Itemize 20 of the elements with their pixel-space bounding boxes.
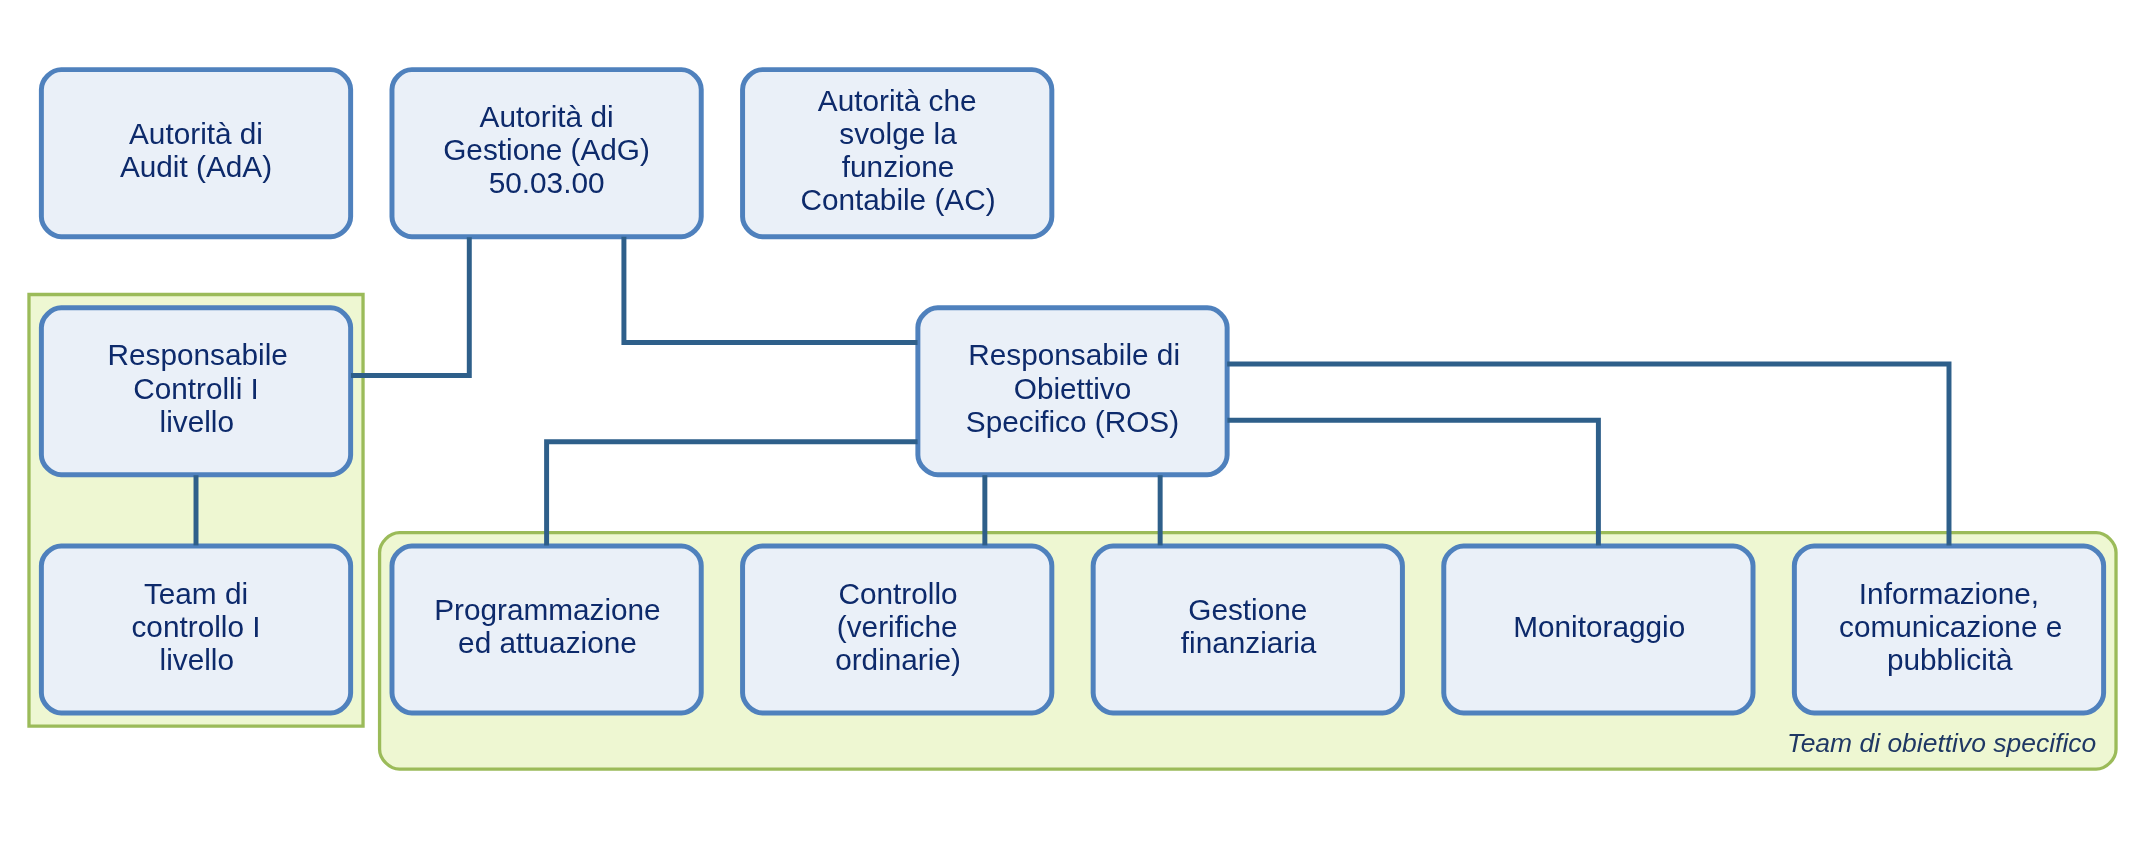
node-box: Responsabile di Obiettivo Specifico (ROS) xyxy=(915,305,1230,478)
node-box: Autorità che svolge la funzione Contabile (AC) xyxy=(740,67,1055,240)
cluster xyxy=(27,292,365,728)
connector xyxy=(1227,361,1952,546)
connector xyxy=(193,475,199,546)
node-box: Autorità di Audit (AdA) xyxy=(38,67,354,240)
connector xyxy=(351,237,472,379)
node-box: Programmazione ed attuazione xyxy=(389,543,704,716)
node-box: Gestione finanziaria xyxy=(1090,543,1405,716)
connector xyxy=(1227,417,1601,546)
node-box: Autorità di Gestione (AdG) 50.03.00 xyxy=(389,67,704,240)
node-box: Controllo (verifiche ordinarie) xyxy=(740,543,1055,716)
connector xyxy=(544,439,918,546)
node-box: Responsabile Controlli I livello xyxy=(38,305,354,478)
connector xyxy=(1157,475,1163,546)
connector xyxy=(621,236,918,345)
node-box: Monitoraggio xyxy=(1441,543,1756,716)
node-box: Informazione, comunicazione e pubblicità xyxy=(1791,543,2107,716)
node-box: Team di controllo I livello xyxy=(38,543,354,716)
connector xyxy=(982,475,988,546)
